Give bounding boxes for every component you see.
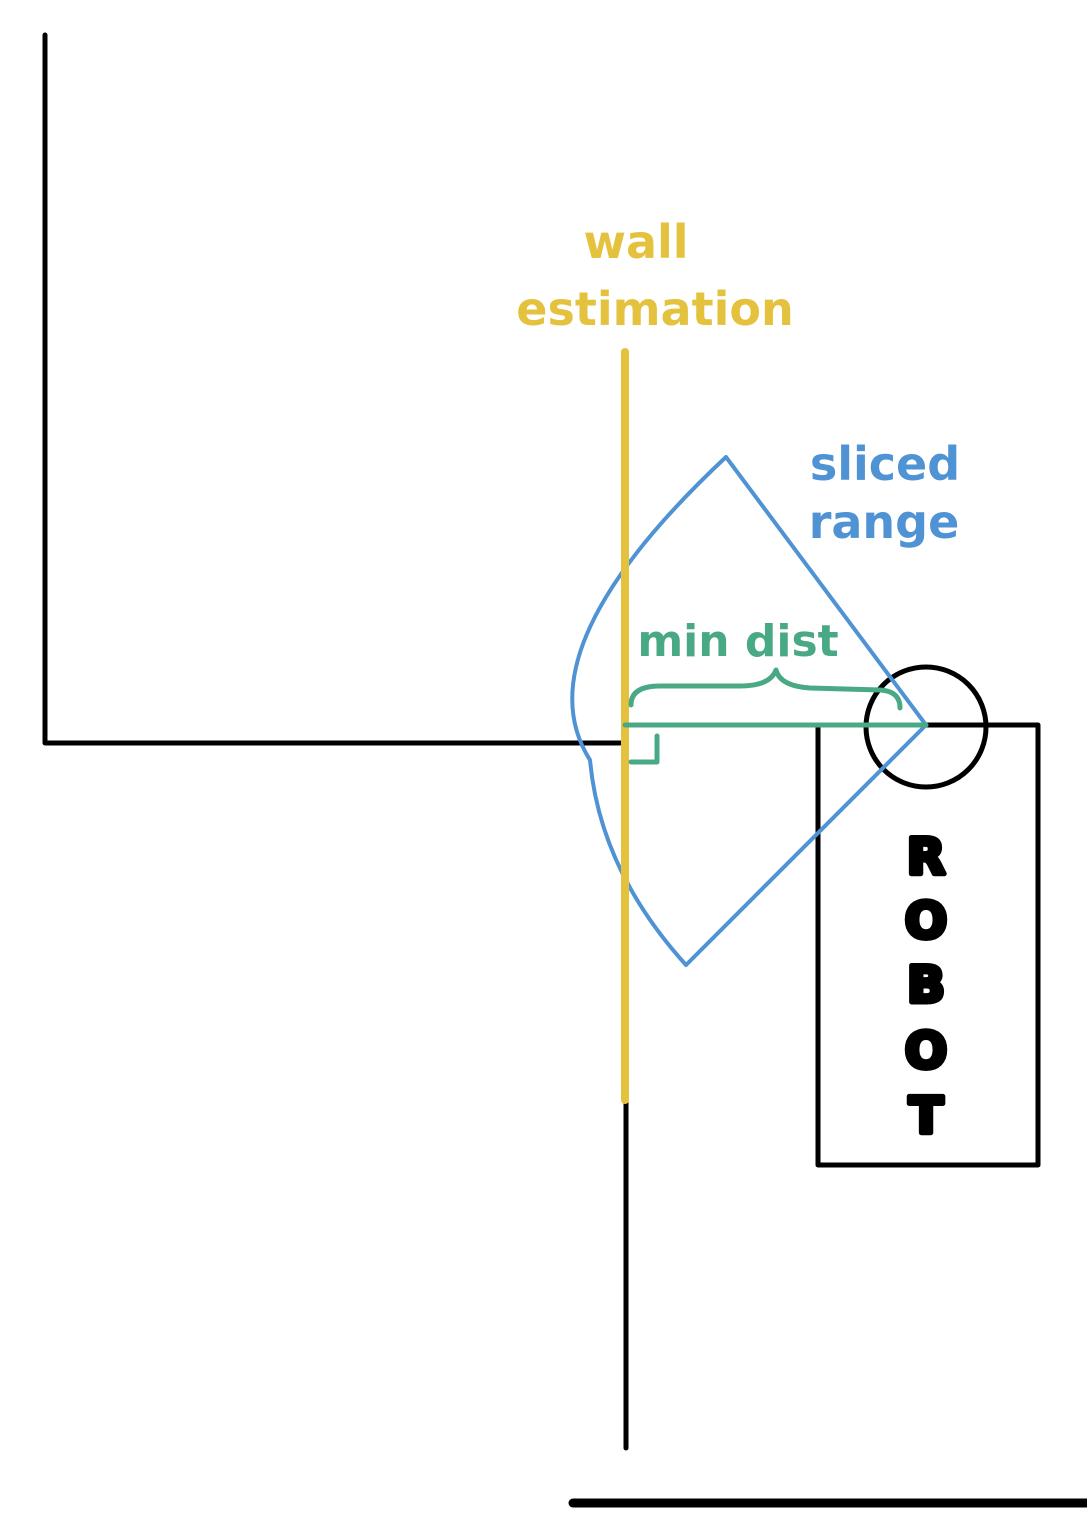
robot: R O B O T [815,664,1041,1168]
robot-letter-o: O [905,892,948,950]
min-dist-brace [628,667,903,711]
robot-letter-t: T [909,1087,943,1145]
right-angle-marker [628,733,660,765]
min-dist-label: min dist [637,616,838,667]
robot-label: R O B O T [902,826,950,1148]
wall-estimation-label-line2: estimation [516,282,793,336]
robot-letter-r: R [907,828,946,886]
walls [42,32,1087,1508]
left-wall-corner [42,32,623,746]
wall-estimation-label-line1: wall [583,215,688,269]
sliced-range-label-line2: range [809,495,960,549]
sliced-range-sector [570,455,928,967]
min-dist-annotation [622,667,929,765]
robot-letter-o-2: O [905,1022,948,1080]
robot-letter-b: B [907,956,945,1014]
sliced-range-label-line1: sliced [810,437,960,491]
